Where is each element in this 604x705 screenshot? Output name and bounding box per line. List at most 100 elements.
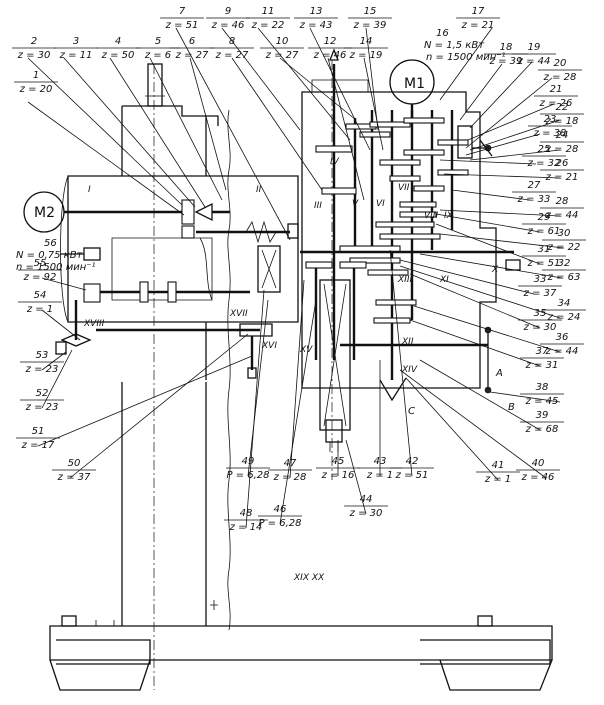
callout-29: 29z = 61	[522, 212, 566, 237]
callout-2: 2z = 30	[12, 36, 56, 61]
callout-value: z = 46	[521, 472, 555, 483]
motor-m1-name: M1	[404, 76, 425, 92]
callout-43: 43z = 1	[358, 456, 402, 481]
callout-number: 2	[31, 36, 37, 47]
callout-53: 53 z = 23	[20, 350, 64, 375]
callout-9: 9 z = 46	[206, 6, 250, 31]
callout-value: z = 31	[525, 360, 559, 371]
callout-number: 53	[36, 350, 49, 361]
callout-value: z = 6	[144, 50, 171, 61]
shaft-label: X	[491, 265, 499, 275]
shaft-label: II	[256, 185, 262, 195]
motor-m1-speed: n = 1500 мин⁻¹	[426, 52, 506, 63]
callout-number: 43	[374, 456, 387, 467]
callout-number: 31	[538, 244, 551, 255]
callout-46: 46 P = 6,28	[258, 504, 302, 529]
callout-22: 22z = 18	[540, 102, 584, 127]
callout-value: z = 30	[523, 322, 557, 333]
motor-m2-power: N = 0,75 кВт	[16, 250, 84, 261]
shaft-label: VIII	[424, 211, 438, 221]
callout-38: 38z = 45	[520, 382, 564, 407]
callout-19: 19 z = 44	[512, 42, 556, 67]
callout-number: 39	[536, 410, 549, 421]
callout-number: 17	[472, 6, 485, 17]
callout-number: 18	[500, 42, 513, 53]
callout-value: z = 27	[265, 50, 299, 61]
callout-49: 49P = 6,28	[226, 456, 270, 481]
callout-value: z = 26	[539, 98, 573, 109]
callout-20: 20z = 28	[538, 58, 582, 83]
point-label: C	[408, 406, 415, 417]
callout-12: 12z = 46	[308, 36, 352, 61]
callout-number: 49	[242, 456, 255, 467]
callout-number: 9	[225, 6, 231, 17]
callout-value: z = 44	[517, 56, 551, 67]
callout-value: z = 68	[525, 424, 559, 435]
callout-number: 27	[528, 180, 541, 191]
callout-value: z = 33	[517, 194, 551, 205]
callout-number: 34	[558, 298, 571, 309]
callout-52: 52z = 23	[20, 388, 64, 413]
callout-value: z = 20	[19, 84, 53, 95]
callout-value: z = 38	[533, 128, 567, 139]
callout-51: 51z = 17	[16, 426, 60, 451]
callout-value: z = 21	[545, 172, 579, 183]
callout-value: z = 23	[25, 364, 59, 375]
callout-1: 1z = 20	[14, 70, 58, 95]
callout-value: z = 22	[251, 20, 285, 31]
shaft-label: XV	[299, 345, 313, 355]
callout-number: 32	[558, 258, 571, 269]
callout-11: 11z = 22	[246, 6, 290, 31]
callout-number: 6	[189, 36, 195, 47]
callout-number: 8	[229, 36, 235, 47]
callout-number: 5	[155, 36, 161, 47]
callout-number: 35	[534, 308, 547, 319]
motor-m1-power: N = 1,5 кВт	[424, 40, 485, 51]
machine-body	[49, 60, 553, 691]
leader-lines	[27, 27, 565, 529]
shaft-label: XVIII	[83, 319, 105, 329]
callout-value: z = 11	[59, 50, 93, 61]
motor-m2-specs: 56 N = 0,75 кВт n = 1500 мин⁻¹	[16, 238, 96, 273]
callout-number: 15	[364, 6, 377, 17]
callout-13: 13z = 43	[294, 6, 338, 31]
motor-m2-speed: n = 1500 мин⁻¹	[16, 262, 96, 273]
callout-number: 50	[68, 458, 81, 469]
callout-30: 30 z = 22	[542, 228, 586, 253]
callout-value: z = 14	[229, 522, 263, 533]
callout-28: 28z = 44	[540, 196, 584, 221]
callout-value: z = 27	[215, 50, 249, 61]
callout-47: 47z = 28	[268, 458, 312, 483]
callout-number: 20	[554, 58, 567, 69]
callout-value: z = 37	[523, 288, 557, 299]
motor-m1: M1	[389, 59, 435, 118]
callout-48: 48z = 14	[224, 508, 268, 533]
shaft-label: I	[88, 185, 91, 195]
shaft-label: IX	[444, 211, 454, 221]
callout-45: 45z = 16	[316, 456, 360, 481]
callout-value: z = 46	[211, 20, 245, 31]
shaft-label: XVI	[261, 341, 277, 351]
callout-number: 47	[284, 458, 297, 469]
motor-m1-num: 16	[436, 28, 449, 39]
callout-value: z = 46	[313, 50, 347, 61]
callout-42: 42z = 51	[390, 456, 434, 481]
callout-number: 46	[274, 504, 287, 515]
callout-number: 30	[558, 228, 571, 239]
callout-value: z = 24	[547, 312, 581, 323]
callout-26: 26z = 21	[540, 158, 584, 183]
motor-m1-specs: 16 N = 1,5 кВт n = 1500 мин⁻¹	[424, 28, 506, 63]
callout-value: z = 22	[547, 242, 581, 253]
callout-value: P = 6,28	[258, 518, 301, 529]
callout-21: 21z = 26	[534, 84, 578, 109]
callout-number: 19	[528, 42, 541, 53]
point-labels: ABC	[408, 368, 515, 417]
callout-number: 40	[532, 458, 545, 469]
callout-value: z = 39	[353, 20, 387, 31]
callout-25: 25z = 32	[522, 144, 566, 169]
callout-35: 35 z = 30	[518, 308, 562, 333]
callout-number: 25	[538, 144, 551, 155]
callout-number: 41	[492, 460, 505, 471]
